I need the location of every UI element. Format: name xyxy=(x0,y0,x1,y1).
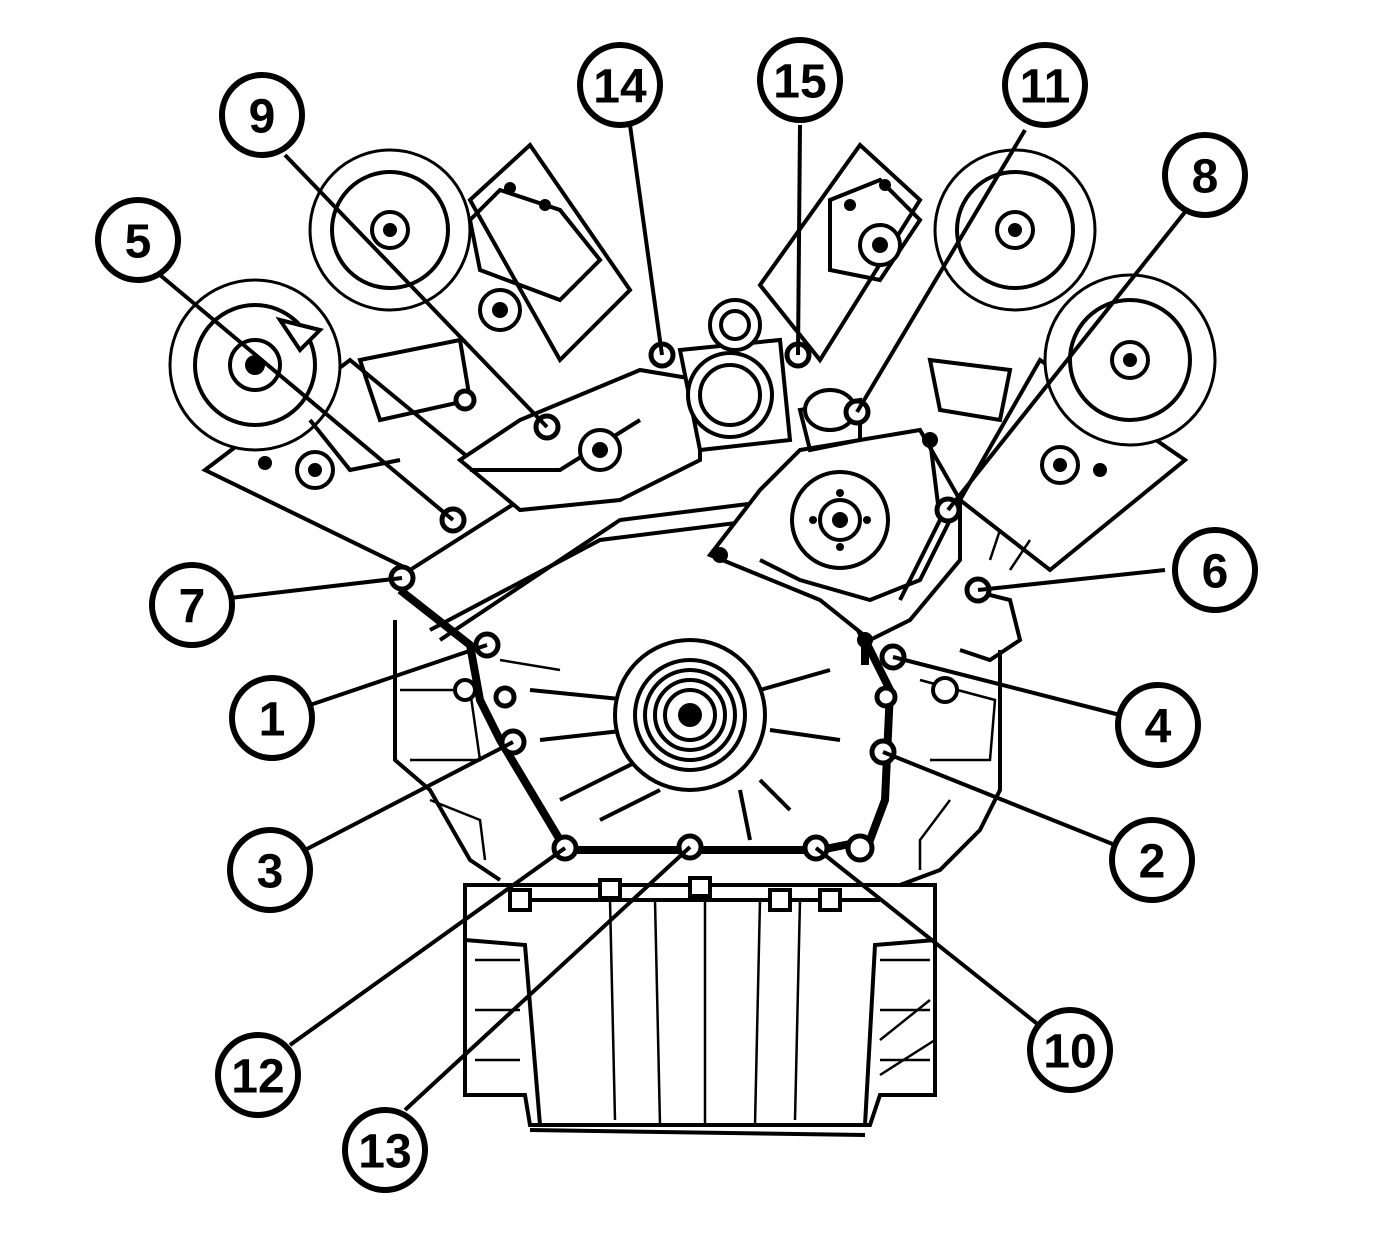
callout-label: 5 xyxy=(125,216,152,269)
leader-2 xyxy=(882,750,1116,847)
leader-9 xyxy=(283,153,549,429)
callout-1: 1 xyxy=(229,675,315,761)
right-side-detail xyxy=(959,529,1032,663)
callout-label: 2 xyxy=(1139,836,1166,889)
leader-14 xyxy=(628,124,664,356)
water-pump xyxy=(706,388,962,665)
leader-8 xyxy=(946,210,1187,512)
leader-11 xyxy=(855,128,1027,414)
callout-label: 1 xyxy=(259,694,286,747)
callout-6: 6 xyxy=(1172,527,1258,613)
leader-4 xyxy=(892,655,1121,717)
callout-11: 11 xyxy=(1002,42,1088,128)
callout-label: 7 xyxy=(179,581,206,634)
callout-10: 10 xyxy=(1027,1007,1113,1093)
callout-9: 9 xyxy=(219,72,305,158)
right-cam-drive xyxy=(757,141,1217,573)
leader-3 xyxy=(304,740,514,852)
callout-12: 12 xyxy=(215,1032,301,1118)
leader-7 xyxy=(229,576,403,600)
leader-1 xyxy=(309,643,488,707)
leader-15 xyxy=(796,124,802,356)
callout-15: 15 xyxy=(757,37,843,123)
callout-label: 10 xyxy=(1043,1026,1096,1079)
leader-12 xyxy=(288,846,567,1047)
engine-illustration xyxy=(168,141,1217,1137)
oil-pan xyxy=(463,876,937,1137)
callout-7: 7 xyxy=(149,562,235,648)
callout-13: 13 xyxy=(342,1107,428,1193)
leader-lines xyxy=(158,124,1187,1112)
bolt-extra-b xyxy=(845,833,875,863)
callouts: 1 2 3 4 5 6 7 8 9 10 11 12 13 14 15 xyxy=(95,37,1258,1193)
leader-5 xyxy=(158,273,455,522)
callout-3: 3 xyxy=(227,827,313,913)
callout-label: 6 xyxy=(1202,546,1229,599)
callout-label: 13 xyxy=(358,1126,411,1179)
callout-14: 14 xyxy=(577,42,663,128)
leader-10 xyxy=(814,846,1047,1032)
engine-block xyxy=(393,620,1002,887)
callout-label: 14 xyxy=(593,61,647,114)
callout-5: 5 xyxy=(95,197,181,283)
crankshaft-balancer xyxy=(529,638,841,841)
callout-label: 3 xyxy=(257,846,284,899)
callout-label: 15 xyxy=(773,56,826,109)
callout-label: 9 xyxy=(249,91,276,144)
bolt-extra-a xyxy=(453,388,477,412)
callout-2: 2 xyxy=(1109,817,1195,903)
callout-label: 11 xyxy=(1020,61,1071,114)
callout-label: 8 xyxy=(1192,151,1219,204)
bolt-4b xyxy=(874,685,898,709)
callout-label: 4 xyxy=(1145,701,1172,754)
leader-6 xyxy=(977,568,1166,592)
water-outlet xyxy=(456,298,793,513)
bolt-3b xyxy=(493,685,517,709)
callout-4: 4 xyxy=(1115,682,1201,768)
callout-label: 12 xyxy=(231,1051,284,1104)
callout-8: 8 xyxy=(1162,132,1248,218)
leader-13 xyxy=(403,845,692,1112)
